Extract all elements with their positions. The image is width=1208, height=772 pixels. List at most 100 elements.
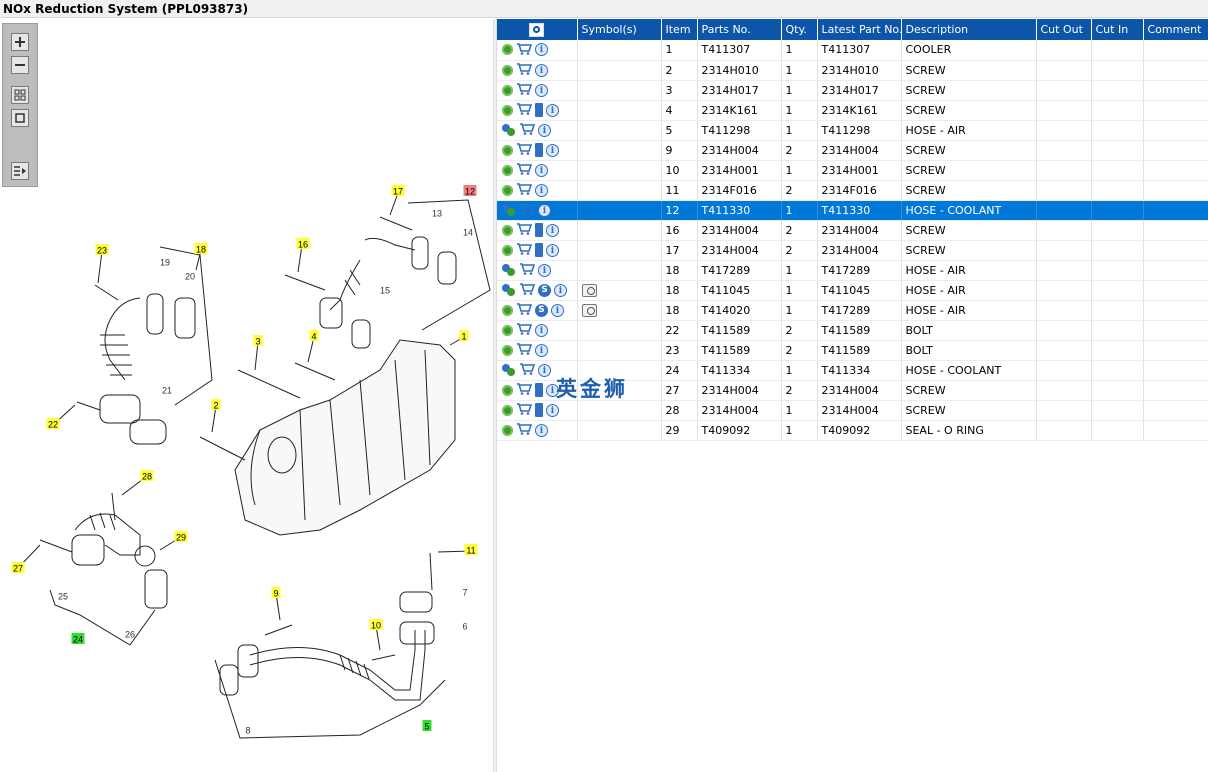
column-header-description[interactable]: Description <box>901 19 1037 40</box>
gear-icon[interactable] <box>502 404 513 416</box>
callout-marker[interactable] <box>211 399 221 410</box>
cart-icon[interactable] <box>516 142 533 158</box>
book-icon[interactable] <box>535 403 543 417</box>
info-icon[interactable]: i <box>535 43 548 57</box>
info-icon[interactable]: i <box>538 203 551 217</box>
callout-marker[interactable] <box>253 335 263 346</box>
cart-icon[interactable] <box>519 282 536 298</box>
assembly-gear-icon[interactable] <box>502 204 516 216</box>
callout-marker[interactable] <box>369 619 383 630</box>
assembly-gear-icon[interactable] <box>502 284 516 296</box>
callout-marker[interactable] <box>71 633 85 644</box>
callout-marker[interactable] <box>95 244 109 255</box>
callout-number[interactable]: 9 <box>273 589 278 599</box>
book-icon[interactable] <box>535 243 543 257</box>
info-icon[interactable]: i <box>535 163 548 177</box>
zoom-in-icon[interactable] <box>11 33 29 51</box>
cart-icon[interactable] <box>516 402 533 418</box>
callout-number[interactable]: 27 <box>13 564 23 574</box>
fit-window-icon[interactable] <box>11 109 29 127</box>
fit-all-icon[interactable] <box>11 86 29 104</box>
callout-number[interactable]: 12 <box>465 187 475 197</box>
info-icon[interactable]: i <box>538 263 551 277</box>
assembly-gear-icon[interactable] <box>502 124 516 136</box>
gear-icon[interactable] <box>502 164 513 176</box>
info-icon[interactable]: i <box>546 143 559 157</box>
gear-icon[interactable] <box>502 224 513 236</box>
callout-marker[interactable] <box>296 238 310 249</box>
cart-icon[interactable] <box>516 62 533 78</box>
search-column-header[interactable] <box>497 19 578 40</box>
info-icon[interactable]: i <box>538 363 551 377</box>
callout-marker[interactable] <box>391 185 405 196</box>
cart-icon[interactable] <box>516 222 533 238</box>
search-parts-icon[interactable] <box>529 22 545 37</box>
info-icon[interactable]: i <box>535 63 548 77</box>
column-header-qty[interactable]: Qty. <box>781 19 818 40</box>
callout-marker[interactable] <box>422 720 432 731</box>
info-icon[interactable]: i <box>535 83 548 97</box>
cart-icon[interactable] <box>516 182 533 198</box>
gear-icon[interactable] <box>502 64 513 76</box>
cart-icon[interactable] <box>516 422 533 438</box>
assembly-gear-icon[interactable] <box>502 264 516 276</box>
cart-icon[interactable] <box>519 362 536 378</box>
magnifier-icon[interactable] <box>581 283 597 297</box>
gear-icon[interactable] <box>502 384 513 396</box>
callout-number[interactable]: 11 <box>466 546 475 556</box>
info-icon[interactable]: i <box>535 323 548 337</box>
gear-icon[interactable] <box>502 424 513 436</box>
callout-marker[interactable] <box>194 243 208 254</box>
info-icon[interactable]: i <box>546 403 559 417</box>
callout-number[interactable]: 24 <box>73 635 83 645</box>
info-icon[interactable]: i <box>551 303 564 317</box>
info-icon[interactable]: i <box>546 383 559 397</box>
cart-icon[interactable] <box>516 242 533 258</box>
supersession-icon[interactable]: S <box>535 303 548 317</box>
info-icon[interactable]: i <box>535 423 548 437</box>
info-icon[interactable]: i <box>546 223 559 237</box>
info-icon[interactable]: i <box>535 343 548 357</box>
magnifier-icon[interactable] <box>581 303 597 317</box>
callout-marker[interactable] <box>464 544 478 555</box>
callout-number[interactable]: 10 <box>371 621 381 631</box>
gear-icon[interactable] <box>502 184 513 196</box>
callout-marker[interactable] <box>46 418 60 429</box>
cart-icon[interactable] <box>516 342 533 358</box>
gear-icon[interactable] <box>502 304 513 316</box>
callout-number[interactable]: 28 <box>142 472 152 482</box>
info-icon[interactable]: i <box>546 243 559 257</box>
cart-icon[interactable] <box>516 322 533 338</box>
callout-marker[interactable] <box>174 531 188 542</box>
callout-marker[interactable] <box>11 562 25 573</box>
info-icon[interactable]: i <box>546 103 559 117</box>
gear-icon[interactable] <box>502 324 513 336</box>
callout-number[interactable]: 18 <box>196 245 206 255</box>
column-header-parts-no[interactable]: Parts No. <box>697 19 782 40</box>
cart-icon[interactable] <box>519 202 536 218</box>
column-header-latest-part-no[interactable]: Latest Part No. <box>817 19 902 40</box>
callout-number[interactable]: 4 <box>311 332 316 342</box>
info-icon[interactable]: i <box>535 183 548 197</box>
cart-icon[interactable] <box>519 262 536 278</box>
callout-marker[interactable] <box>463 185 477 196</box>
book-icon[interactable] <box>535 143 543 157</box>
gear-icon[interactable] <box>502 244 513 256</box>
callout-marker[interactable] <box>140 470 154 481</box>
